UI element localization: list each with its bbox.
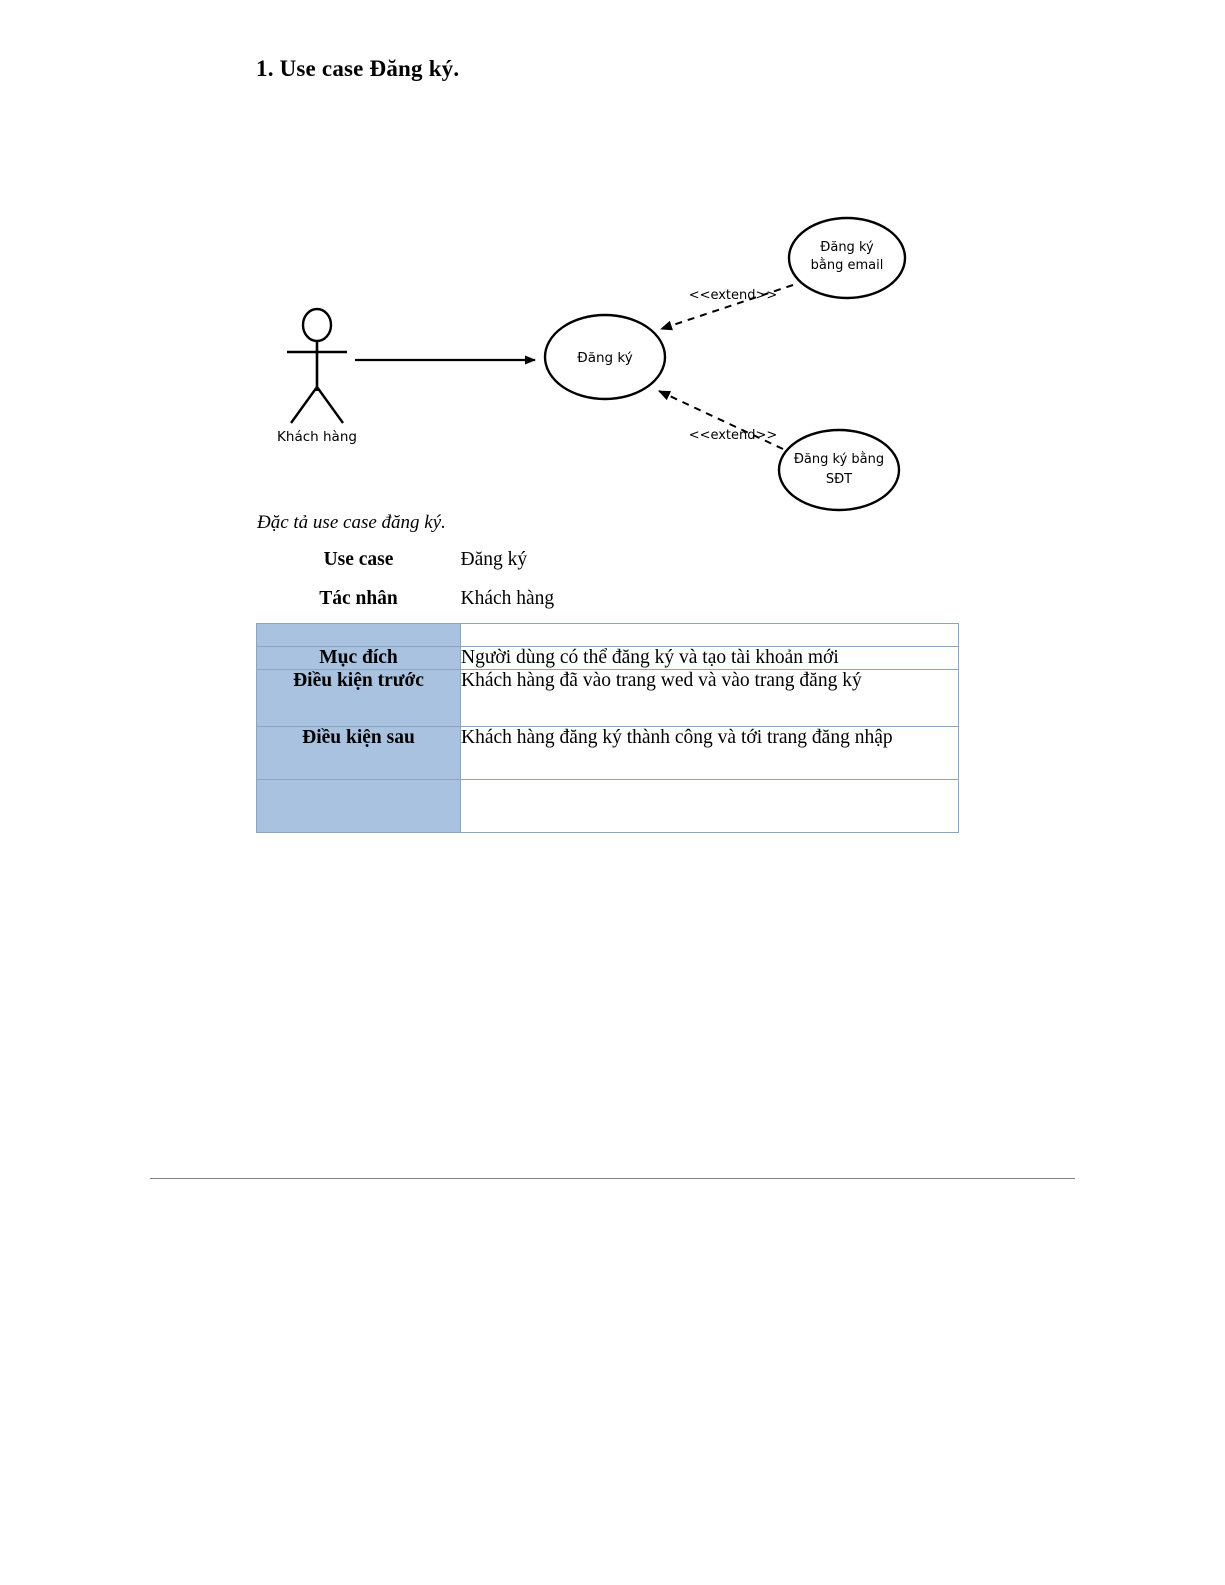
extend-label-sdt: <<extend>> xyxy=(689,428,778,443)
row-value: Đăng ký xyxy=(460,549,528,570)
table-spacer-row xyxy=(256,623,959,647)
actor-label: Khách hàng xyxy=(277,429,357,445)
row-label: Điều kiện trước xyxy=(256,669,461,728)
row-label xyxy=(256,779,461,834)
table-row: Điều kiện sau Khách hàng đăng ký thành c… xyxy=(256,726,959,781)
use-case-spec-table: Use case Đăng ký Tác nhân Khách hàng Mục… xyxy=(256,545,959,834)
row-value: Khách hàng đã vào trang wed và vào trang… xyxy=(460,669,959,728)
extend-line-sdt xyxy=(658,390,784,450)
row-value xyxy=(460,779,959,834)
row-label: Mục đích xyxy=(256,646,461,671)
row-value: Khách hàng xyxy=(460,588,555,609)
extend-label-email: <<extend>> xyxy=(689,288,778,303)
table-row: Tác nhân Khách hàng xyxy=(257,584,959,624)
table-row: Use case Đăng ký xyxy=(257,545,959,584)
svg-text:bằng email: bằng email xyxy=(811,258,884,273)
extend-line-email xyxy=(660,284,794,331)
svg-text:Đăng ký bằng: Đăng ký bằng xyxy=(794,452,884,467)
svg-text:Đăng ký: Đăng ký xyxy=(577,350,632,366)
row-label-spacer xyxy=(256,623,461,647)
table-row: Điều kiện trước Khách hàng đã vào trang … xyxy=(256,669,959,728)
use-case-diagram: Khách hàng Đăng ký Đăng ký bằng email <<… xyxy=(255,195,955,525)
row-label: Use case xyxy=(323,549,394,570)
footer-divider xyxy=(150,1178,1075,1179)
svg-text:Đăng ký: Đăng ký xyxy=(820,240,874,255)
row-value: Người dùng có thể đăng ký và tạo tài kho… xyxy=(460,646,959,671)
use-case-dang-ky: Đăng ký xyxy=(543,313,667,401)
use-case-dang-ky-bang-email: Đăng ký bằng email xyxy=(787,216,907,300)
actor-icon xyxy=(287,307,347,424)
table-row: Mục đích Người dùng có thể đăng ký và tạ… xyxy=(256,646,959,671)
page-title: 1. Use case Đăng ký. xyxy=(256,56,460,81)
svg-text:SĐT: SĐT xyxy=(826,472,852,487)
table-caption: Đặc tả use case đăng ký. xyxy=(257,512,446,533)
row-value: Khách hàng đăng ký thành công và tới tra… xyxy=(460,726,959,781)
use-case-dang-ky-bang-sdt: Đăng ký bằng SĐT xyxy=(777,428,901,512)
row-label: Tác nhân xyxy=(319,588,398,609)
row-label: Điều kiện sau xyxy=(256,726,461,781)
table-row xyxy=(256,779,959,834)
row-value-spacer xyxy=(460,623,959,647)
